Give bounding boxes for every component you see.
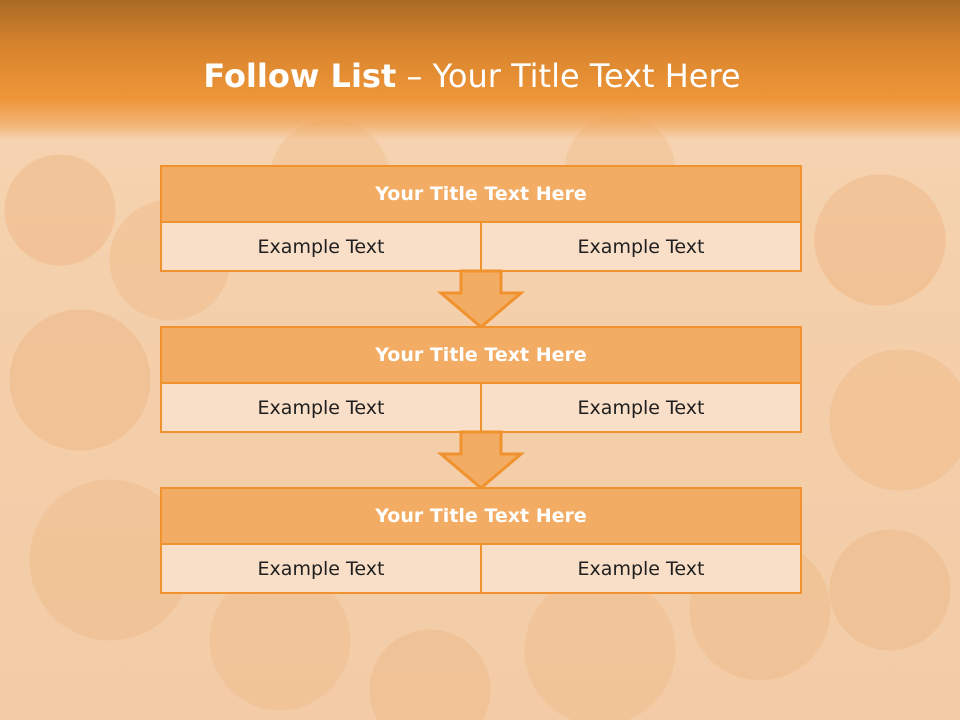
slide-title: Follow List – Your Title Text Here: [0, 54, 944, 98]
slide-title-rest: – Your Title Text Here: [396, 57, 741, 95]
step-block-left-text: Example Text: [257, 396, 385, 419]
step-block-row: Example Text Example Text: [162, 545, 800, 592]
step-block-1: Your Title Text Here Example Text Exampl…: [160, 165, 802, 272]
down-arrow-icon: [437, 430, 525, 490]
down-arrow-icon: [437, 269, 525, 329]
step-block-3: Your Title Text Here Example Text Exampl…: [160, 487, 802, 594]
step-block-row: Example Text Example Text: [162, 384, 800, 431]
title-banner: [0, 0, 960, 140]
slide-title-bold: Follow List: [203, 57, 397, 95]
step-block-title: Your Title Text Here: [162, 167, 800, 223]
step-block-2: Your Title Text Here Example Text Exampl…: [160, 326, 802, 433]
step-block-row: Example Text Example Text: [162, 223, 800, 270]
step-block-right-text: Example Text: [480, 384, 800, 431]
step-block-left-text: Example Text: [257, 235, 385, 258]
step-block-right-text: Example Text: [480, 545, 800, 592]
step-block-title: Your Title Text Here: [162, 489, 800, 545]
step-block-title: Your Title Text Here: [162, 328, 800, 384]
step-block-left-text: Example Text: [257, 557, 385, 580]
step-block-right-text: Example Text: [480, 223, 800, 270]
